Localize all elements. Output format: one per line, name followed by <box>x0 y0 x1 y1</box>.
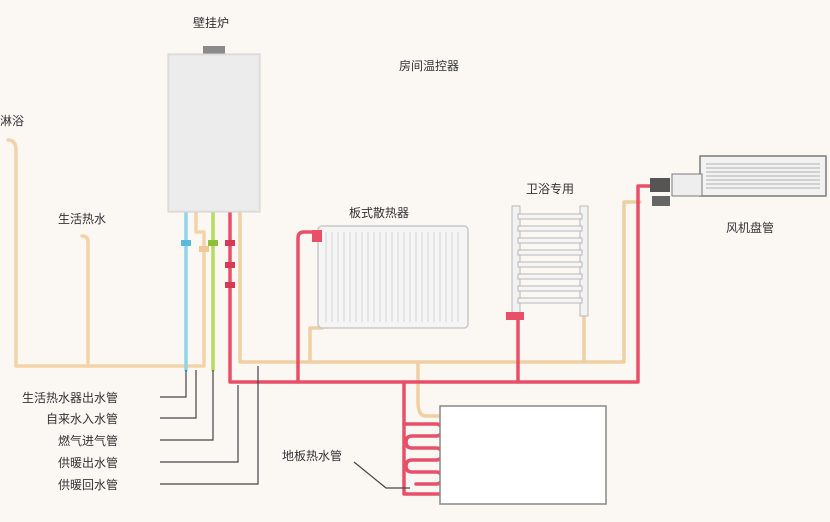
bathroom-towel-radiator <box>506 205 589 320</box>
towel-bar <box>517 225 583 232</box>
towel-bar <box>517 213 583 220</box>
legend-heating-supply: 供暖出水管 <box>58 456 119 470</box>
shower-label: 淋浴 <box>0 114 25 128</box>
fan-coil-unit <box>650 155 827 206</box>
thermostat-label: 房间温控器 <box>399 59 460 73</box>
pipe-valves <box>181 240 235 288</box>
legend-hot-water-outlet: 生活热水器出水管 <box>22 391 119 405</box>
domestic-hot-water-label: 生活热水 <box>58 212 107 226</box>
towel-bar <box>517 285 583 292</box>
towel-bar <box>517 261 583 268</box>
return-pipes <box>238 200 642 418</box>
panel-radiator <box>312 225 469 329</box>
towel-bar <box>517 237 583 244</box>
bathroom-radiator-label: 卫浴专用 <box>526 182 575 196</box>
floor-heating-box <box>439 405 607 505</box>
legend-heating-return: 供暖回水管 <box>58 478 119 492</box>
towel-bar <box>517 249 583 256</box>
towel-bar <box>517 297 583 304</box>
supply-pipes <box>228 184 654 496</box>
panel-radiator-label: 板式散热器 <box>349 206 410 220</box>
hot-water-pipes <box>6 138 206 368</box>
legend-cold-water-inlet: 自来水入水管 <box>46 412 119 426</box>
towel-bar <box>517 273 583 280</box>
floor-heating-pipe-label: 地板热水管 <box>282 449 343 463</box>
legend-leader-lines <box>160 366 410 489</box>
boiler-label: 壁挂炉 <box>193 16 230 30</box>
wall-hung-boiler <box>167 46 261 213</box>
fan-coil-label: 风机盘管 <box>726 221 775 235</box>
legend-gas-inlet: 燃气进气管 <box>58 434 119 448</box>
